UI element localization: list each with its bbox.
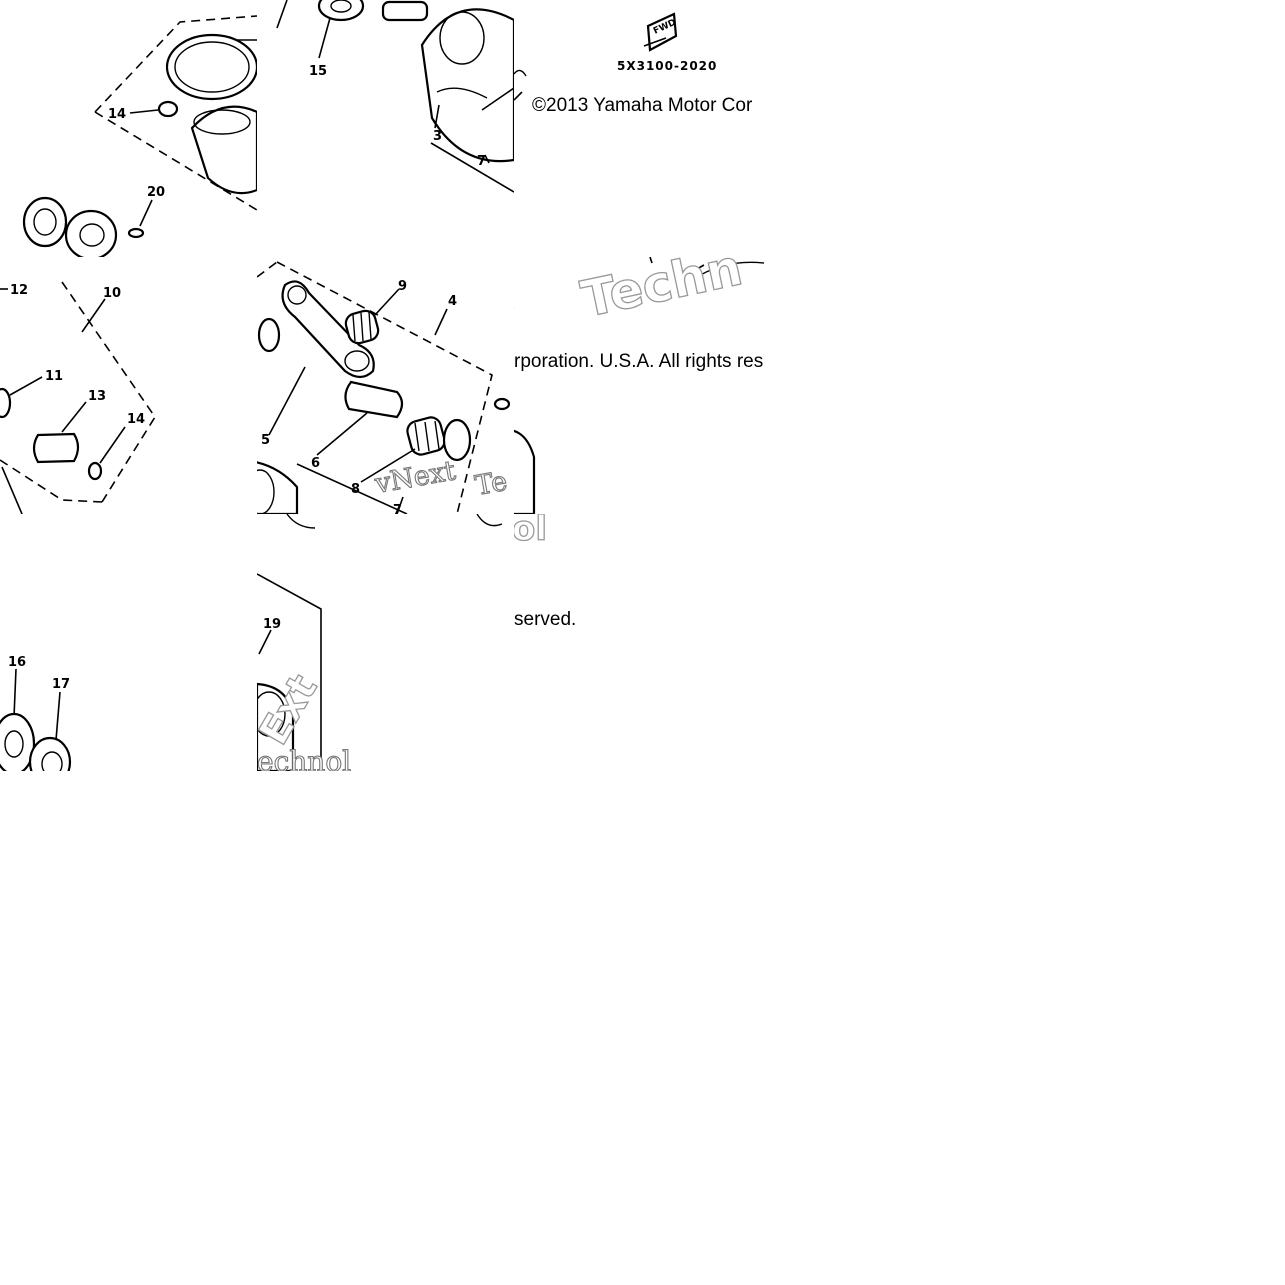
callout-11: 11 (45, 369, 63, 384)
callout-12: 12 (10, 283, 28, 298)
watermark-ext: Ext (257, 667, 327, 753)
callout-7: 7 (393, 503, 402, 514)
callout-3: 3 (433, 129, 442, 144)
watermark-te: Te (473, 466, 510, 502)
watermark-vnext: vNext (372, 455, 458, 500)
callout-7-top: 7 (477, 154, 486, 169)
copyright-line-1: ©2013 Yamaha Motor Cor (532, 95, 753, 116)
callout-19: 19 (263, 617, 281, 632)
diagram-tile-crank-upper: 15 3 7 (257, 0, 514, 257)
callout-15: 15 (309, 64, 327, 79)
callout-8: 8 (351, 482, 360, 497)
watermark-echnol: echnol (257, 745, 351, 771)
diagram-tile-conrod: 5 9 4 6 8 7 vNext Te (257, 257, 514, 514)
callout-4: 4 (448, 294, 457, 309)
callout-14: 14 (108, 107, 126, 122)
diagram-tile-bearings: 16 17 (0, 514, 257, 771)
callout-16: 16 (8, 655, 26, 670)
fwd-arrow-icon: FWD (643, 12, 678, 52)
watermark-techn: Techn (576, 257, 747, 329)
callout-6: 6 (311, 456, 320, 471)
copyright-line-3: served. (514, 609, 577, 630)
copyright-line-2: rporation. U.S.A. All rights res (514, 351, 764, 372)
callout-5: 5 (261, 433, 270, 448)
callout-13: 13 (88, 389, 106, 404)
diagram-tile-header: FWD 5X3100-2020 ©2013 Yamaha Motor Cor (514, 0, 771, 257)
callout-14-lower: 14 (127, 412, 145, 427)
diagram-part-code: 5X3100-2020 (617, 59, 717, 73)
diagram-tile-copyright-mid: Techn rporation. U.S.A. All rights res (514, 257, 771, 514)
callout-20: 20 (147, 185, 165, 200)
diagram-tile-piston: 18 14 20 (0, 0, 257, 257)
diagram-tile-copyright-low: ol served. (514, 514, 771, 771)
watermark-ole-end: ol (514, 514, 547, 549)
diagram-tile-piston-pin: 12 10 11 13 14 (0, 257, 257, 514)
callout-10: 10 (103, 286, 121, 301)
diagram-tile-crank-lower: 19 Ext echnol ole (257, 514, 514, 771)
callout-17: 17 (52, 677, 70, 692)
callout-9: 9 (398, 279, 407, 294)
